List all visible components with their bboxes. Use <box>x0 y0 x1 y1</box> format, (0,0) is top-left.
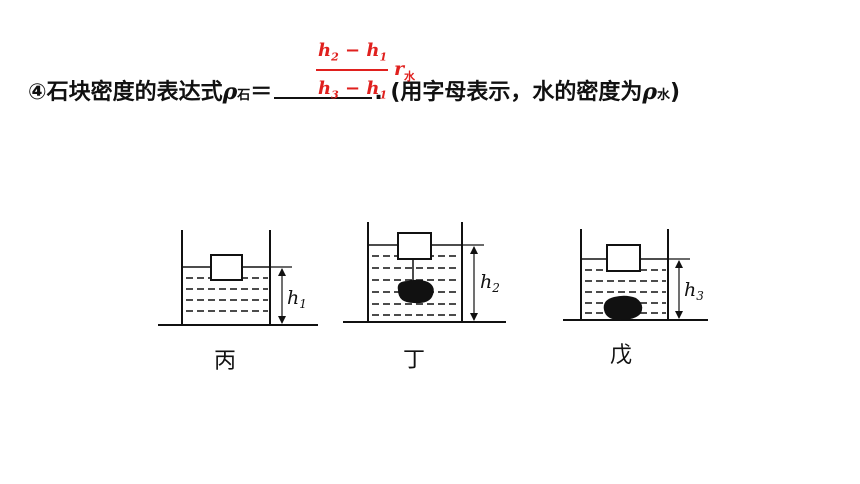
height-label-h1: h1 <box>287 287 307 311</box>
arrow-head-up <box>470 246 478 254</box>
stone <box>397 279 434 304</box>
floating-block <box>397 232 432 260</box>
answer-fraction: h2 − h1 h3 − h1 r水 <box>312 40 422 106</box>
question-close: ) <box>670 80 681 105</box>
rho-stone-symbol: ρ <box>222 79 238 105</box>
answer-blank <box>274 77 373 99</box>
equals-sign: ＝ <box>250 80 273 105</box>
beaker-figure-ding: h2 <box>343 222 506 323</box>
height-label-h3: h3 <box>684 279 704 303</box>
beaker-figure-bing: h1 <box>158 230 318 326</box>
rho-water-symbol: ρ <box>642 79 658 105</box>
arrow-head-up <box>675 260 683 268</box>
question-prefix: ④石块密度的表达式 <box>28 80 223 105</box>
figure-caption-wu: 戊 <box>610 343 633 368</box>
rho-stone-subscript: 石 <box>237 88 251 103</box>
answer-factor: r水 <box>394 58 416 83</box>
rho-water-subscript: 水 <box>657 88 671 103</box>
answer-denominator: h3 − h1 <box>318 78 388 102</box>
answer-numerator: h2 − h1 <box>318 40 388 64</box>
figure-caption-ding: 丁 <box>403 348 426 373</box>
water-hatching <box>585 269 666 314</box>
beaker-figure-wu: h3 <box>563 229 708 321</box>
arrow-head-down <box>278 316 286 324</box>
arrow-head-down <box>675 311 683 319</box>
question-suffix: . (用字母表示，水的密度为 <box>374 80 643 105</box>
arrow-head-down <box>470 313 478 321</box>
height-label-h2: h2 <box>480 271 500 295</box>
water-hatching <box>186 277 268 312</box>
arrow-head-up <box>278 268 286 276</box>
floating-block <box>606 244 641 272</box>
figure-caption-bing: 丙 <box>214 349 237 374</box>
floating-block <box>210 254 243 281</box>
stone <box>603 295 643 320</box>
fraction-bar <box>316 69 388 71</box>
